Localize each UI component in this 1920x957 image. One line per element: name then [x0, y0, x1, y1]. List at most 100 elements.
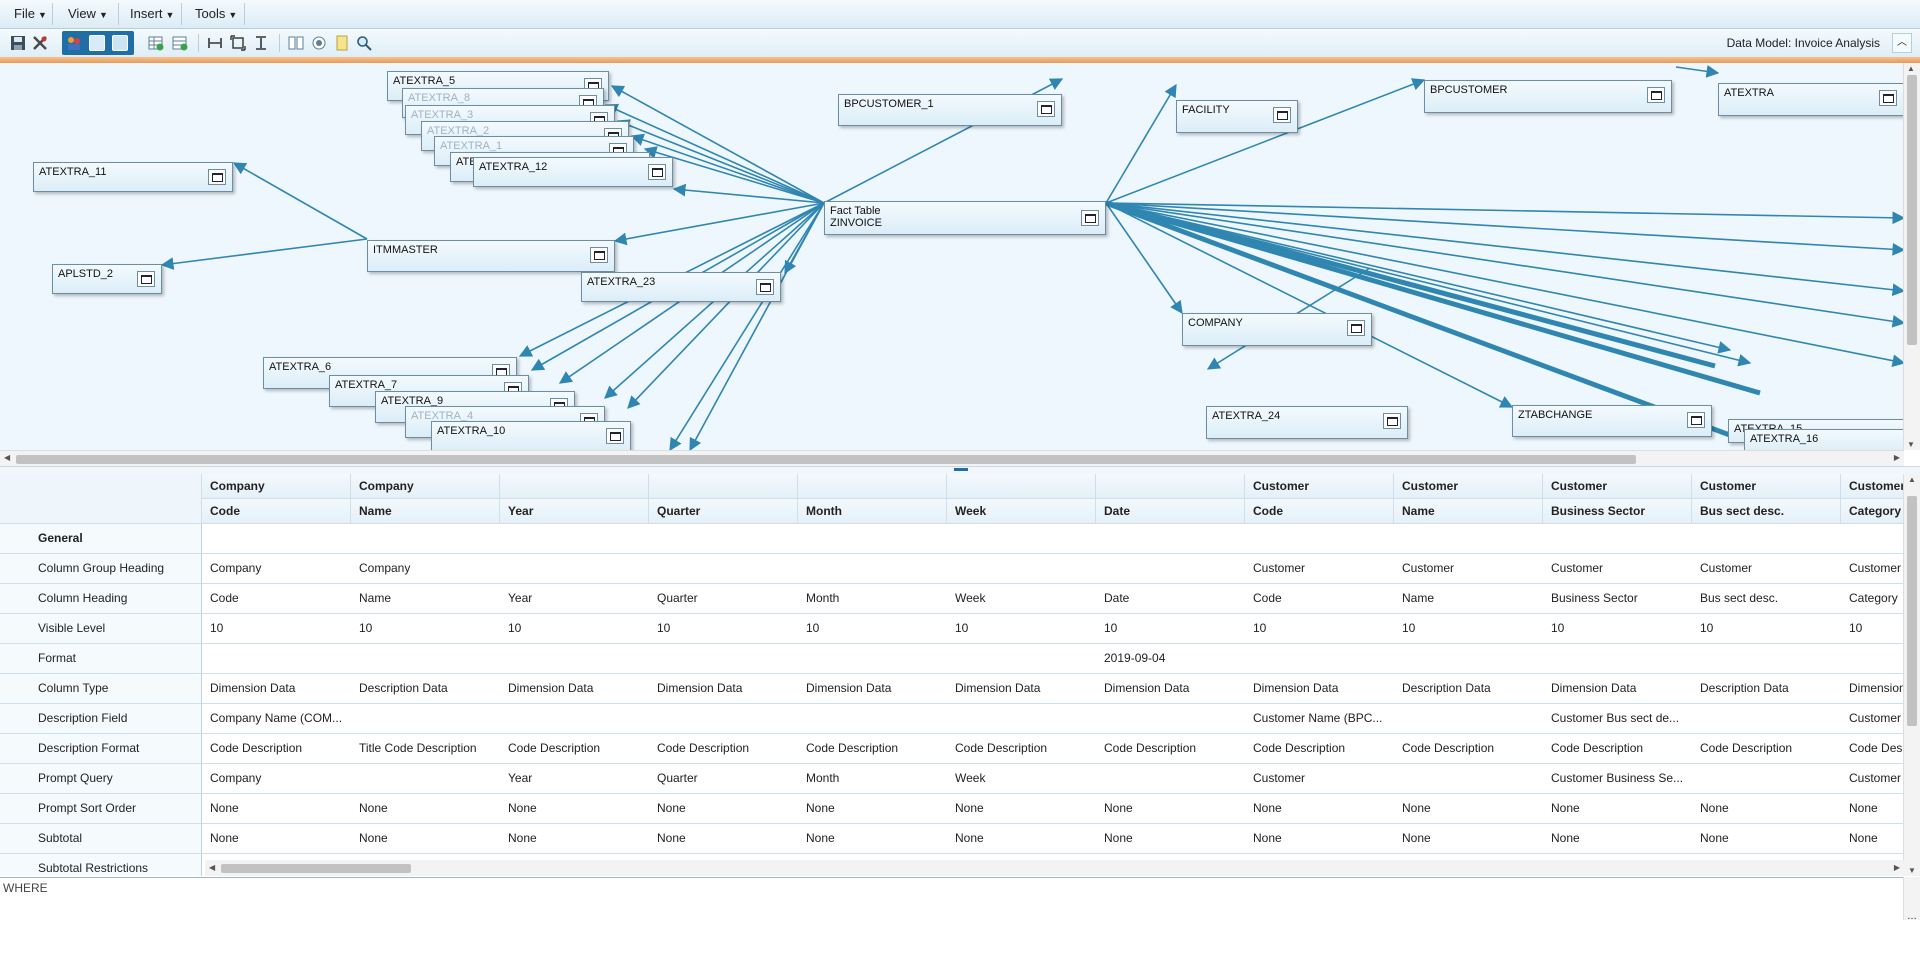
column-header[interactable]: Year [500, 499, 649, 524]
menu-tools[interactable]: Tools▼ [187, 0, 245, 28]
column-group-header[interactable]: Customer [1841, 474, 1904, 499]
scrollbar-thumb[interactable] [1907, 75, 1917, 345]
property-cell[interactable]: 10 [210, 621, 224, 635]
property-cell[interactable] [947, 554, 1096, 583]
add-table-icon[interactable] [146, 33, 166, 53]
column-header[interactable]: Date [1096, 499, 1245, 524]
property-cell[interactable]: Code Description [1700, 741, 1793, 755]
node-expand-icon[interactable] [1383, 413, 1401, 429]
property-cell[interactable]: None [508, 801, 537, 815]
property-cell[interactable]: None [210, 831, 239, 845]
property-cell[interactable]: Name [1402, 591, 1435, 605]
node-expand-icon[interactable] [1081, 210, 1099, 226]
node-expand-icon[interactable] [756, 279, 774, 295]
property-cell[interactable]: 10 [1402, 621, 1416, 635]
close-tool-icon[interactable] [30, 33, 50, 53]
node-expand-icon[interactable] [1879, 90, 1897, 106]
property-cell[interactable]: None [1700, 831, 1729, 845]
scrollbar-thumb[interactable] [1907, 496, 1917, 726]
property-cell[interactable] [500, 704, 649, 733]
property-cell[interactable]: Dimension Data [508, 681, 594, 695]
property-cell[interactable]: Quarter [657, 771, 698, 785]
menu-view[interactable]: View▼ [60, 0, 116, 28]
table-node-atextra11[interactable]: ATEXTRA_11 [33, 162, 233, 192]
scroll-up-icon[interactable]: ▲ [1907, 64, 1915, 73]
property-cell[interactable] [1543, 644, 1692, 673]
scroll-right-icon[interactable]: ▶ [1893, 453, 1900, 462]
property-cell[interactable]: Customer [1849, 561, 1902, 575]
property-cell[interactable]: None [955, 831, 984, 845]
column-group-header[interactable]: Company [202, 474, 351, 499]
property-cell[interactable]: Customer [1253, 771, 1306, 785]
column-group-header[interactable]: Customer [1543, 474, 1692, 499]
layout-icon[interactable] [286, 33, 306, 53]
property-cell[interactable]: Code Description [806, 741, 899, 755]
property-cell[interactable] [1096, 704, 1245, 733]
node-expand-icon[interactable] [606, 428, 624, 444]
property-cell[interactable]: None [806, 801, 835, 815]
property-cell[interactable]: Dimension Data [210, 681, 296, 695]
property-cell[interactable]: Customer Name (BPC... [1253, 711, 1383, 725]
property-cell[interactable]: Code Description [955, 741, 1048, 755]
node-expand-icon[interactable] [1273, 107, 1291, 123]
table-icon[interactable] [87, 33, 107, 53]
property-cell[interactable]: Year [508, 591, 533, 605]
property-cell[interactable]: Code [1253, 591, 1282, 605]
column-header[interactable]: Name [351, 499, 500, 524]
property-cell[interactable]: Dimension Data [657, 681, 743, 695]
property-cell[interactable]: Code [210, 591, 239, 605]
fit-page-icon[interactable] [228, 33, 248, 53]
property-cell[interactable] [947, 704, 1096, 733]
property-cell[interactable]: 10 [359, 621, 373, 635]
table-node-company[interactable]: COMPANY [1182, 313, 1372, 346]
property-cell[interactable]: 10 [1849, 621, 1863, 635]
property-cell[interactable]: Customer Category [1849, 711, 1904, 725]
columns-icon[interactable] [110, 33, 130, 53]
property-cell[interactable]: Dimension Data [955, 681, 1041, 695]
property-cell[interactable]: Month [806, 591, 840, 605]
property-cell[interactable]: 10 [806, 621, 820, 635]
node-expand-icon[interactable] [648, 164, 666, 180]
column-group-header[interactable]: Customer [1245, 474, 1394, 499]
fit-height-icon[interactable] [251, 33, 271, 53]
property-cell[interactable]: Code Description [1402, 741, 1495, 755]
note-icon[interactable] [332, 33, 352, 53]
column-header[interactable]: Month [798, 499, 947, 524]
column-group-header[interactable] [947, 474, 1096, 499]
property-cell[interactable]: Quarter [657, 591, 698, 605]
column-group-header[interactable] [649, 474, 798, 499]
table-node-atextra16[interactable]: ATEXTRA_16 [1744, 429, 1904, 450]
property-cell[interactable]: None [1551, 801, 1580, 815]
property-cell[interactable] [500, 554, 649, 583]
table-node-ztabchange[interactable]: ZTABCHANGE [1512, 405, 1712, 437]
property-cell[interactable] [351, 644, 500, 673]
property-cell[interactable]: Customer [1402, 561, 1455, 575]
node-expand-icon[interactable] [1347, 320, 1365, 336]
table-node-bpcustomer1[interactable]: BPCUSTOMER_1 [838, 94, 1062, 126]
menu-file[interactable]: File▼ [6, 0, 55, 28]
property-cell[interactable] [1841, 644, 1904, 673]
property-cell[interactable]: Title Code Description [359, 741, 477, 755]
property-cell[interactable]: Company [210, 771, 262, 785]
property-cell[interactable]: Code Description [210, 741, 303, 755]
table-node-facility[interactable]: FACILITY [1176, 100, 1298, 133]
property-cell[interactable] [351, 764, 500, 793]
property-cell[interactable]: Date [1104, 591, 1130, 605]
property-cell[interactable]: Month [806, 771, 840, 785]
property-cell[interactable]: None [955, 801, 984, 815]
property-cell[interactable]: None [359, 831, 388, 845]
property-cell[interactable] [1394, 764, 1543, 793]
column-group-header[interactable] [500, 474, 649, 499]
property-cell[interactable] [649, 704, 798, 733]
table-node-atextra[interactable]: ATEXTRA [1718, 83, 1904, 116]
property-cell[interactable]: 10 [1104, 621, 1118, 635]
menu-insert[interactable]: Insert▼ [122, 0, 182, 28]
property-cell[interactable]: None [1849, 831, 1878, 845]
property-cell[interactable]: None [1104, 801, 1133, 815]
property-cell[interactable] [500, 644, 649, 673]
property-cell[interactable]: Dimension Data [1253, 681, 1339, 695]
property-cell[interactable]: Name [359, 591, 392, 605]
property-cell[interactable]: None [806, 831, 835, 845]
table-node-atextra23[interactable]: ATEXTRA_23 [581, 272, 781, 302]
